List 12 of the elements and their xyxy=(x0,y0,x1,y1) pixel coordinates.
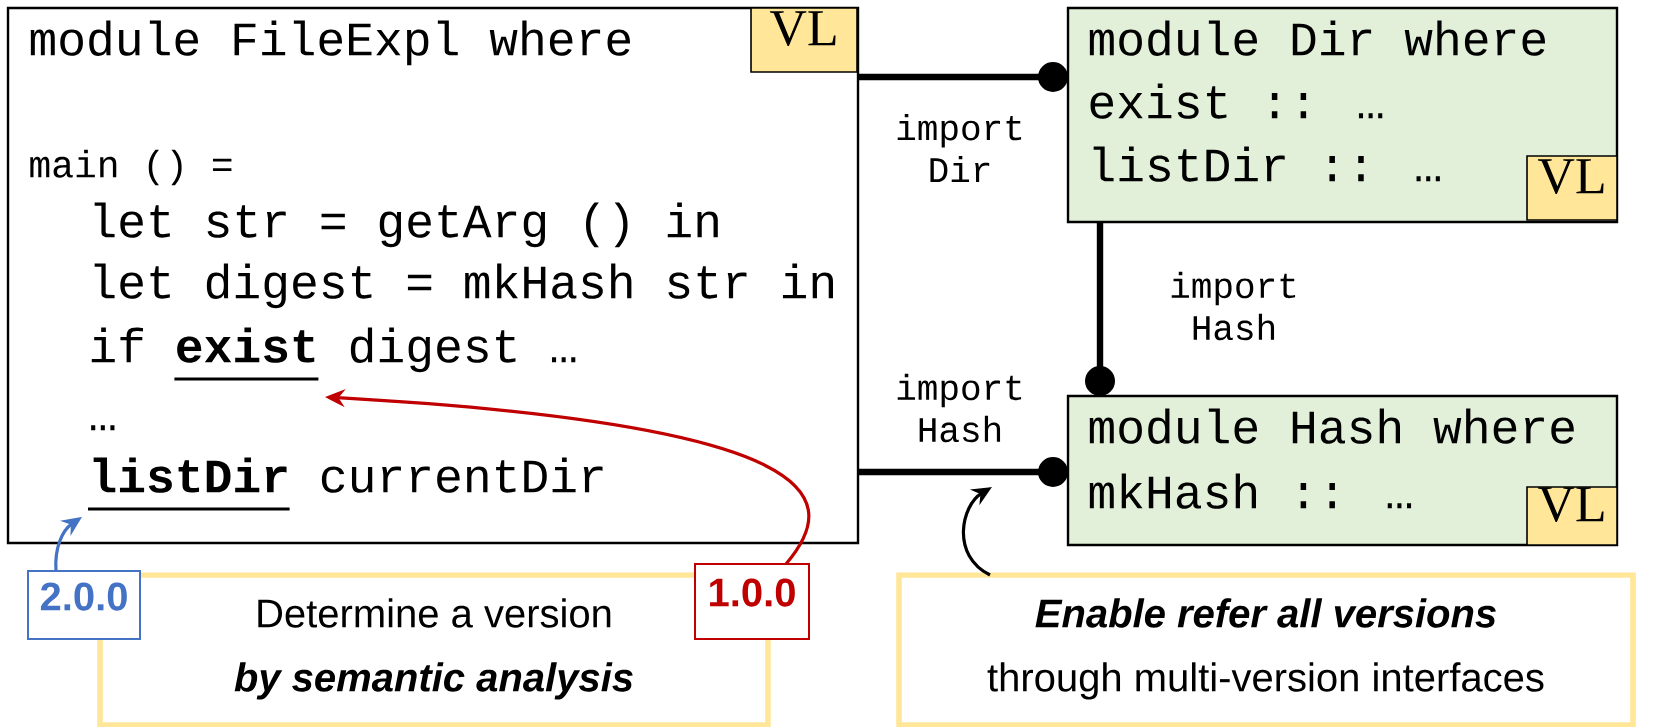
import-connector xyxy=(858,62,1068,92)
version-badge: VL xyxy=(1526,155,1618,221)
version-tag: 2.0.0 xyxy=(27,570,141,640)
version-tag: 1.0.0 xyxy=(694,563,810,640)
edge-label: import Dir xyxy=(881,109,1039,187)
edge-label: import Hash xyxy=(1155,267,1313,345)
edge-label: import Hash xyxy=(881,369,1039,447)
import-connector xyxy=(858,457,1068,487)
note-box: Enable refer all versions through multi-version interfaces xyxy=(896,572,1636,727)
version-badge: VL xyxy=(750,7,858,73)
import-connector xyxy=(1085,222,1115,396)
version-badge: VL xyxy=(1526,486,1618,546)
